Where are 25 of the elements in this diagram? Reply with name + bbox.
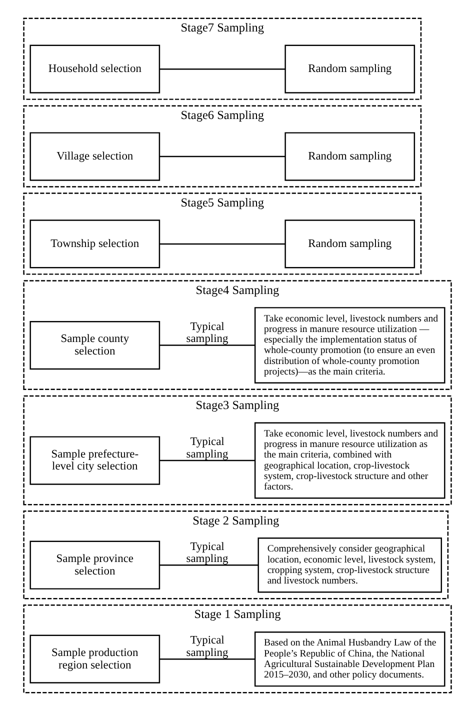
- edge-label: Typical sampling: [186, 540, 228, 566]
- connector: [159, 460, 254, 462]
- connector: [159, 156, 285, 158]
- node-box: Sample province selection: [29, 540, 160, 590]
- node-box: Take economic level, livestock numbers and progress in manure resource utilization as the main criteria, combined with geographical location, crop-livestock system, crop-livestock structure and other factors.: [254, 422, 445, 499]
- node-box: Sample production region selection: [29, 634, 160, 684]
- node-box: Comprehensively consider geographical location, economic level, livestock system, cropping system, crop-livestock structure and livestock numbers.: [257, 538, 442, 593]
- connector: [159, 344, 254, 346]
- connector: [159, 68, 285, 70]
- edge-label: Typical sampling: [186, 320, 228, 346]
- node-box: Based on the Animal Husbandry Law of the People’s Republic of China, the National Agricultural Sustainable Development Plan 2015–2030, and other policy documents.: [254, 632, 445, 687]
- node-box: Sample county selection: [29, 320, 160, 370]
- edge-label: Typical sampling: [186, 634, 228, 659]
- node-box: Random sampling: [284, 220, 415, 268]
- node-box: Household selection: [29, 44, 160, 94]
- node-box: Township selection: [29, 220, 160, 268]
- node-box: Take economic level, livestock numbers and progress in manure resource utilization — especially the implementation status of whole-county promotion (to ensure an even distribution of whole-county promotion projects)—as the main criteria.: [254, 307, 445, 384]
- node-box: Random sampling: [284, 132, 415, 181]
- edge-label: Typical sampling: [186, 436, 228, 460]
- connector: [159, 564, 258, 566]
- connector: [159, 243, 285, 245]
- node-box: Village selection: [29, 132, 160, 181]
- connector: [159, 658, 254, 660]
- node-box: Sample prefecture-level city selection: [29, 436, 160, 485]
- node-box: Random sampling: [284, 44, 415, 94]
